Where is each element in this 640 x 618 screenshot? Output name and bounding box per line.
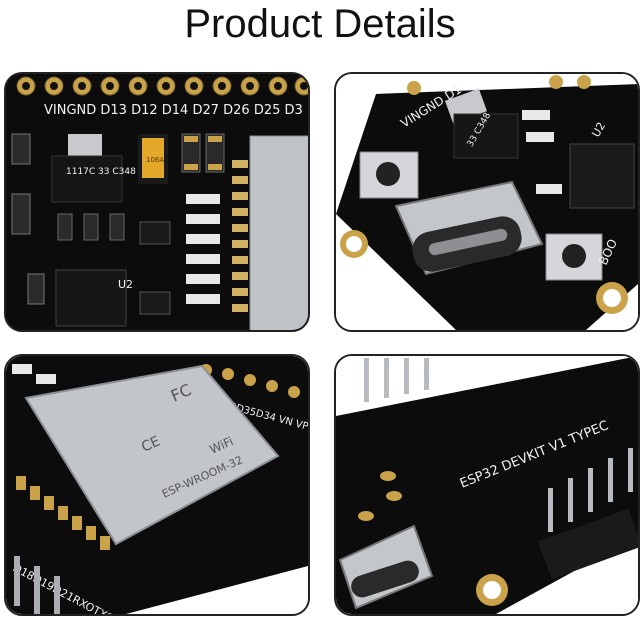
photo-board-underside: ESP32 DEVKIT V1 TYPEC — [334, 354, 640, 616]
chip-label: U2 — [118, 278, 133, 291]
ce-logo-text: CE — [139, 433, 163, 455]
board-top-svg: VINGND D13 D12 D14 D27 D26 D25 D3 1117C … — [6, 74, 308, 330]
photo-board-top-closeup: VINGND D13 D12 D14 D27 D26 D25 D3 1117C … — [4, 72, 310, 332]
regulator-label: 1117C 33 C348 — [66, 167, 136, 177]
capacitor-label: 106A — [146, 156, 164, 164]
photo-usb-c-closeup: VINGND D1 33 C348 U2 BOO — [334, 72, 640, 332]
module-svg: D33D32D35D34 VN VP EN ESP-WROOM-32 WiFi … — [6, 356, 308, 614]
usb-c-svg: VINGND D1 33 C348 U2 BOO — [336, 74, 638, 330]
photo-esp32-module: D33D32D35D34 VN VP EN ESP-WROOM-32 WiFi … — [4, 354, 310, 616]
pin-labels-text: VINGND D13 D12 D14 D27 D26 D25 D3 — [44, 103, 303, 118]
page-title: Product Details — [184, 2, 456, 46]
underside-svg: ESP32 DEVKIT V1 TYPEC — [336, 356, 638, 614]
